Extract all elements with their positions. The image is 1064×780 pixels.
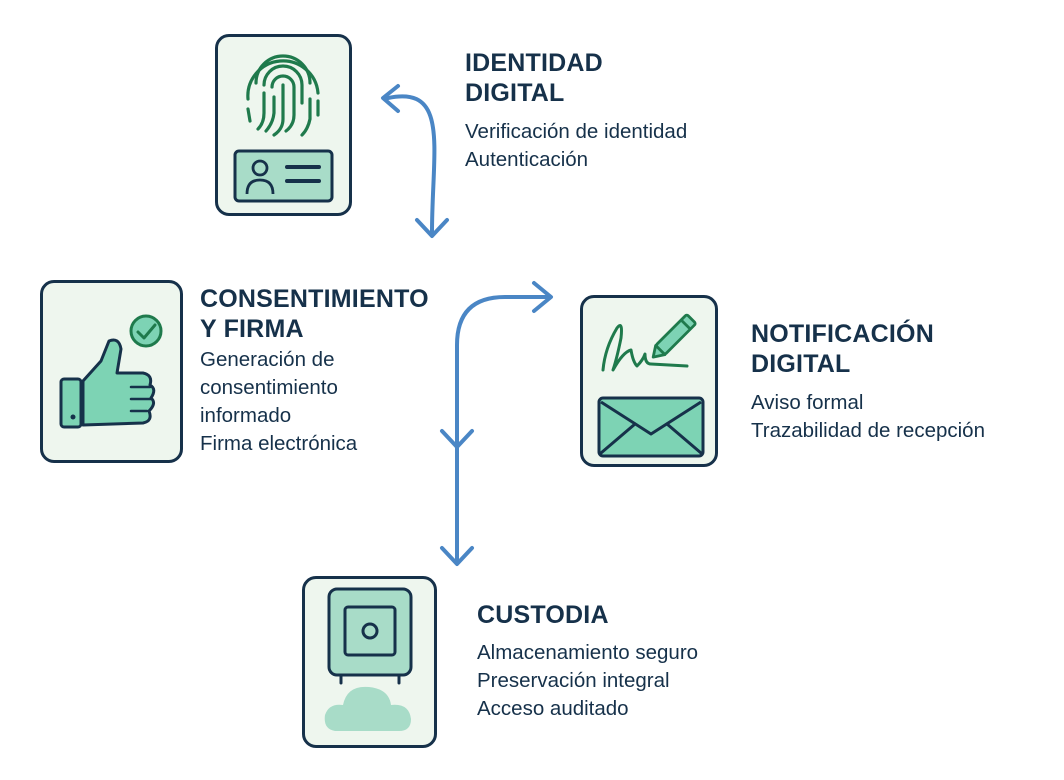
custodia-text: CUSTODIA Almacenamiento seguro Preservac… — [477, 600, 698, 723]
arrowhead-identidad-down — [415, 218, 449, 238]
notificacion-card — [580, 295, 718, 467]
thumbs-up-check-icon — [59, 314, 163, 429]
identidad-description: Verificación de identidad Autenticación — [465, 120, 688, 171]
arrowhead-custodia-down — [440, 546, 474, 566]
identidad-card — [215, 34, 352, 216]
safe-cloud-icon — [324, 587, 413, 731]
identidad-text: IDENTIDAD DIGITAL Verificación de identi… — [465, 48, 687, 174]
consentimiento-description: Generación de consentimiento informado F… — [200, 348, 358, 455]
arrowhead-identidad-left — [381, 84, 400, 113]
arrow-to-notificacion — [455, 295, 550, 447]
notificacion-title: NOTIFICACIÓN DIGITAL — [751, 320, 934, 378]
consentimiento-card — [40, 280, 183, 463]
consentimiento-title: CONSENTIMIENTO Y FIRMA — [200, 285, 429, 343]
identidad-title: IDENTIDAD DIGITAL — [465, 49, 603, 107]
arrowhead-notificacion-right — [532, 281, 553, 313]
custodia-description: Almacenamiento seguro Preservación integ… — [477, 641, 699, 720]
notificacion-description: Aviso formal Trazabilidad de recepción — [751, 391, 985, 442]
fingerprint-id-card-icon — [233, 54, 334, 203]
notificacion-text: NOTIFICACIÓN DIGITAL Aviso formal Trazab… — [751, 319, 985, 445]
arrow-identidad-loop — [386, 94, 437, 234]
custodia-title: CUSTODIA — [477, 601, 609, 629]
signature-envelope-icon — [597, 313, 705, 458]
custodia-card — [302, 576, 437, 748]
consentimiento-text: CONSENTIMIENTO Y FIRMA Generación de con… — [200, 284, 429, 458]
